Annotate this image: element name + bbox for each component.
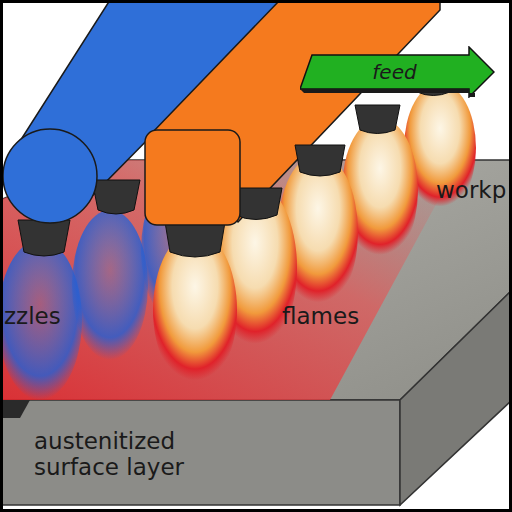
part-label: flames [282,303,359,329]
layer-edge [0,400,30,418]
workpiece-side [400,290,512,505]
arrow-shadow [300,89,475,97]
workpiece-front [0,400,400,505]
arrow-label: feed [372,60,416,84]
arrow-body [300,47,494,97]
part-label: workp [436,177,506,203]
blue-tube-end [3,129,97,223]
part-label: austenitized surface layer [34,428,254,481]
feed-arrow: feed [300,46,495,98]
orange-tube-end [145,130,240,225]
part-label: zzles [4,303,61,329]
